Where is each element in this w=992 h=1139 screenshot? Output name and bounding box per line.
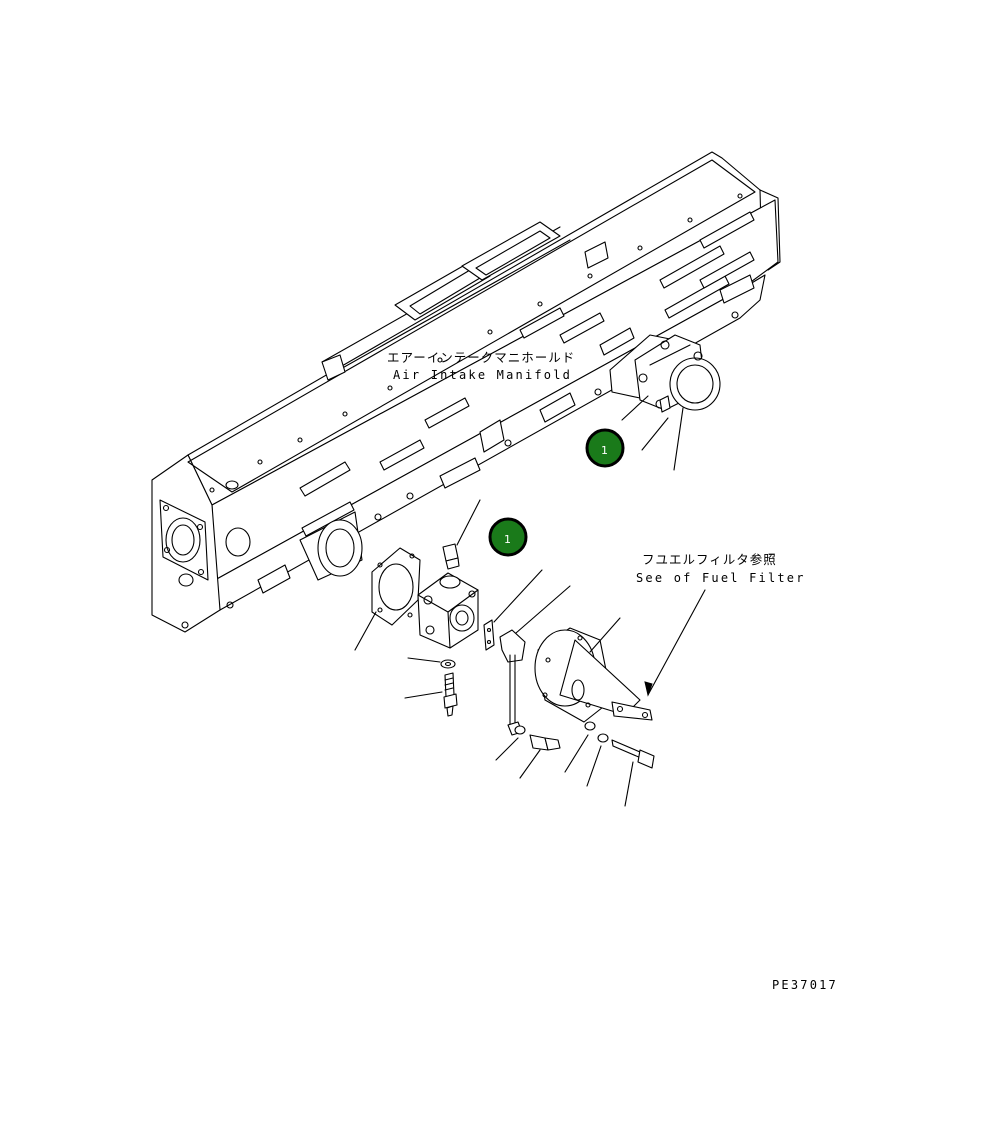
callout-badge-lower-circle [488, 517, 528, 557]
fuel-filter-label-jp: フユエルフィルタ参照 [642, 552, 777, 567]
air-intake-manifold [151, 151, 781, 633]
plug-top [442, 543, 460, 570]
bottom-flange-tabs [181, 274, 755, 629]
callout-badge-lower: 1 [488, 517, 528, 557]
heater-element [534, 627, 641, 723]
leader-lines [354, 395, 706, 807]
callout-badge-lower-text: 1 [504, 533, 511, 546]
washer-bottom-3 [597, 733, 609, 743]
gasket [371, 547, 421, 626]
manifold-label-en: Air Intake Manifold [393, 368, 572, 382]
callout-badge-upper: 1 [585, 428, 625, 468]
terminal-plate [611, 701, 653, 721]
heater-housing [417, 572, 479, 649]
small-gasket [483, 619, 495, 651]
callout-badge-upper-text: 1 [601, 444, 608, 457]
washer-left [440, 659, 456, 669]
clamp-bracket [499, 629, 526, 736]
sensor-probe [443, 672, 458, 717]
callout-badge-upper-circle [585, 428, 625, 468]
manifold-label-jp: エアーインテークマニホールド [387, 350, 575, 365]
bolt-long [611, 739, 655, 769]
drawing-code: PE37017 [772, 978, 838, 992]
top-edge-bolt-holes [209, 193, 743, 493]
washer-bottom-2 [584, 721, 596, 731]
front-face-slots [299, 211, 755, 537]
fuel-filter-label-en: See of Fuel Filter [636, 571, 806, 585]
heater-housing-installed [634, 334, 721, 413]
washer-bottom-1 [514, 725, 526, 735]
bolt-short [529, 734, 561, 751]
